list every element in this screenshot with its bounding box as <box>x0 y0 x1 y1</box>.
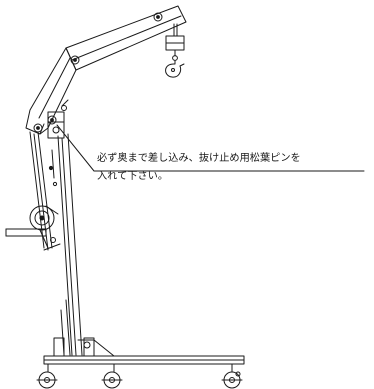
leader-line <box>56 124 365 172</box>
caster-rear <box>36 363 58 389</box>
annotation-line-1: 必ず奥まで差し込み、抜け止め用松葉ピンを <box>97 153 301 164</box>
hydraulic-ram <box>29 131 61 251</box>
base-frame <box>43 337 245 365</box>
boom-extension <box>65 5 187 71</box>
pump-handle <box>5 205 59 249</box>
mast <box>57 133 83 356</box>
caster-front-right <box>221 363 243 389</box>
main-boom <box>25 47 77 135</box>
pin-bracket <box>47 99 69 139</box>
hook-assembly <box>165 23 185 78</box>
caster-front-left <box>101 363 123 389</box>
annotation-line-2: 入れて下さい。 <box>97 171 169 182</box>
